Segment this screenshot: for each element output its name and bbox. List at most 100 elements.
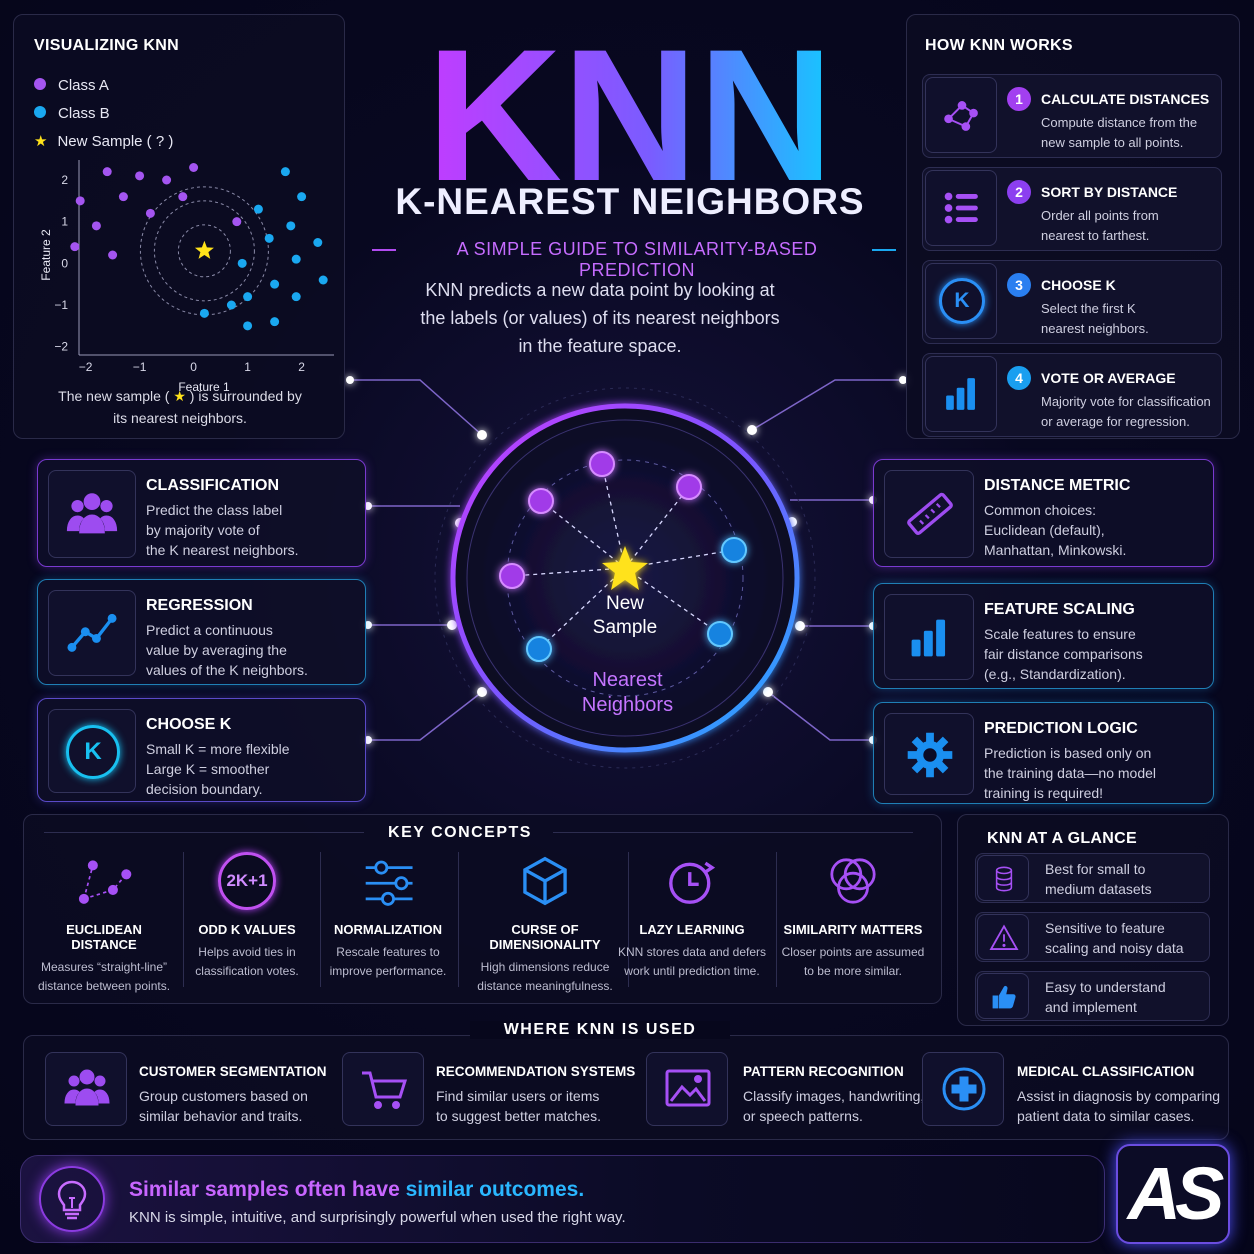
sorted-list-icon <box>944 192 978 224</box>
class-a-point <box>145 208 155 218</box>
card-title: CLASSIFICATION <box>146 477 280 494</box>
x-axis-label: Feature 1 <box>178 380 230 394</box>
concept-title: SIMILARITY MATTERS <box>783 922 923 937</box>
legend-item-new-sample: ★New Sample ( ? ) <box>34 133 174 150</box>
concept-description: Measures “straight-line”distance between… <box>37 960 171 993</box>
sliders-icon <box>365 860 413 906</box>
use-description: Classify images, handwriting,or speech p… <box>743 1088 925 1124</box>
tagline: A SIMPLE GUIDE TO SIMILARITY-BASED PREDI… <box>456 239 818 280</box>
class-b-point <box>237 258 247 268</box>
odd-k-icon: 2K+1 <box>218 852 276 910</box>
step-icon-box <box>925 77 997 153</box>
card-icon-box <box>884 594 974 680</box>
x-tick-label: 1 <box>244 360 251 374</box>
clock-icon <box>669 861 716 904</box>
step-title: CALCULATE DISTANCES <box>1041 91 1210 107</box>
where-knn-used-panel <box>23 1035 1229 1140</box>
class-a-point <box>189 163 199 172</box>
step-title: CHOOSE K <box>1041 277 1116 293</box>
visualizing-knn-panel: VISUALIZING KNN Class A Class B ★New Sam… <box>13 14 345 439</box>
card-title: DISTANCE METRIC <box>984 477 1131 494</box>
thumbs-up-icon <box>992 985 1016 1009</box>
y-tick-label: 1 <box>61 215 68 229</box>
class-a-point <box>178 192 188 202</box>
class-a-point <box>162 175 172 185</box>
class-b-point <box>318 275 328 285</box>
class-a-point <box>135 171 145 181</box>
network-nodes-icon <box>944 101 978 131</box>
k-circle-icon: K <box>66 725 120 779</box>
y-tick-label: −2 <box>54 340 68 354</box>
neighborhood-circle <box>177 224 231 278</box>
y-tick-label: 0 <box>61 256 68 270</box>
gear-icon <box>907 732 953 778</box>
class-a-point <box>75 196 85 206</box>
concept-title: CURSE OF DIMENSIONALITY <box>489 922 601 952</box>
legend-item-class-b: Class B <box>34 100 173 128</box>
class-b-point <box>243 292 253 302</box>
use-icon-box <box>922 1052 1004 1126</box>
cube-icon <box>523 856 567 906</box>
class-b-point <box>270 317 280 327</box>
card-icon-box: K <box>48 709 136 793</box>
use-icon-box <box>342 1052 424 1126</box>
title-text: KNN <box>426 12 833 192</box>
key-concepts-panel <box>23 814 942 1004</box>
step-number-badge: 3 <box>1007 273 1031 297</box>
concept-title: NORMALIZATION <box>333 922 443 937</box>
card-icon-box <box>884 713 974 795</box>
legend: Class A Class B ★New Sample ( ? ) <box>34 72 173 156</box>
step-number-badge: 1 <box>1007 87 1031 111</box>
class-b-point <box>280 167 290 177</box>
card-description: Common choices:Euclidean (default),Manha… <box>984 502 1127 558</box>
divider <box>628 852 629 987</box>
medical-cross-icon <box>942 1067 986 1111</box>
step-icon-box: K <box>925 263 997 339</box>
panel-title: VISUALIZING KNN <box>34 37 179 54</box>
footer-headline: Similar samples often have similar outco… <box>129 1178 585 1201</box>
use-icon-box <box>45 1052 127 1126</box>
class-a-point <box>70 242 80 252</box>
image-icon <box>665 1069 711 1107</box>
where-used-title: WHERE KNN IS USED <box>470 1021 730 1039</box>
card-title: PREDICTION LOGIC <box>984 720 1138 737</box>
star-icon: ★ <box>34 133 48 150</box>
card-icon-box <box>48 590 136 676</box>
use-icon-box <box>646 1052 728 1126</box>
use-title: RECOMMENDATION SYSTEMS <box>436 1064 636 1079</box>
k-circle-icon: K <box>939 278 985 324</box>
class-b-point <box>297 192 307 202</box>
footer-subtext: KNN is simple, intuitive, and surprising… <box>129 1209 626 1226</box>
lightbulb-icon <box>39 1166 105 1232</box>
use-title: PATTERN RECOGNITION <box>743 1064 904 1079</box>
plot-caption: The new sample ( ★ ) is surrounded by it… <box>58 388 302 426</box>
class-b-point <box>291 292 301 302</box>
class-a-point <box>91 221 101 231</box>
people-group-icon <box>66 493 118 534</box>
subtitle: K-NEAREST NEIGHBORS <box>395 181 865 222</box>
